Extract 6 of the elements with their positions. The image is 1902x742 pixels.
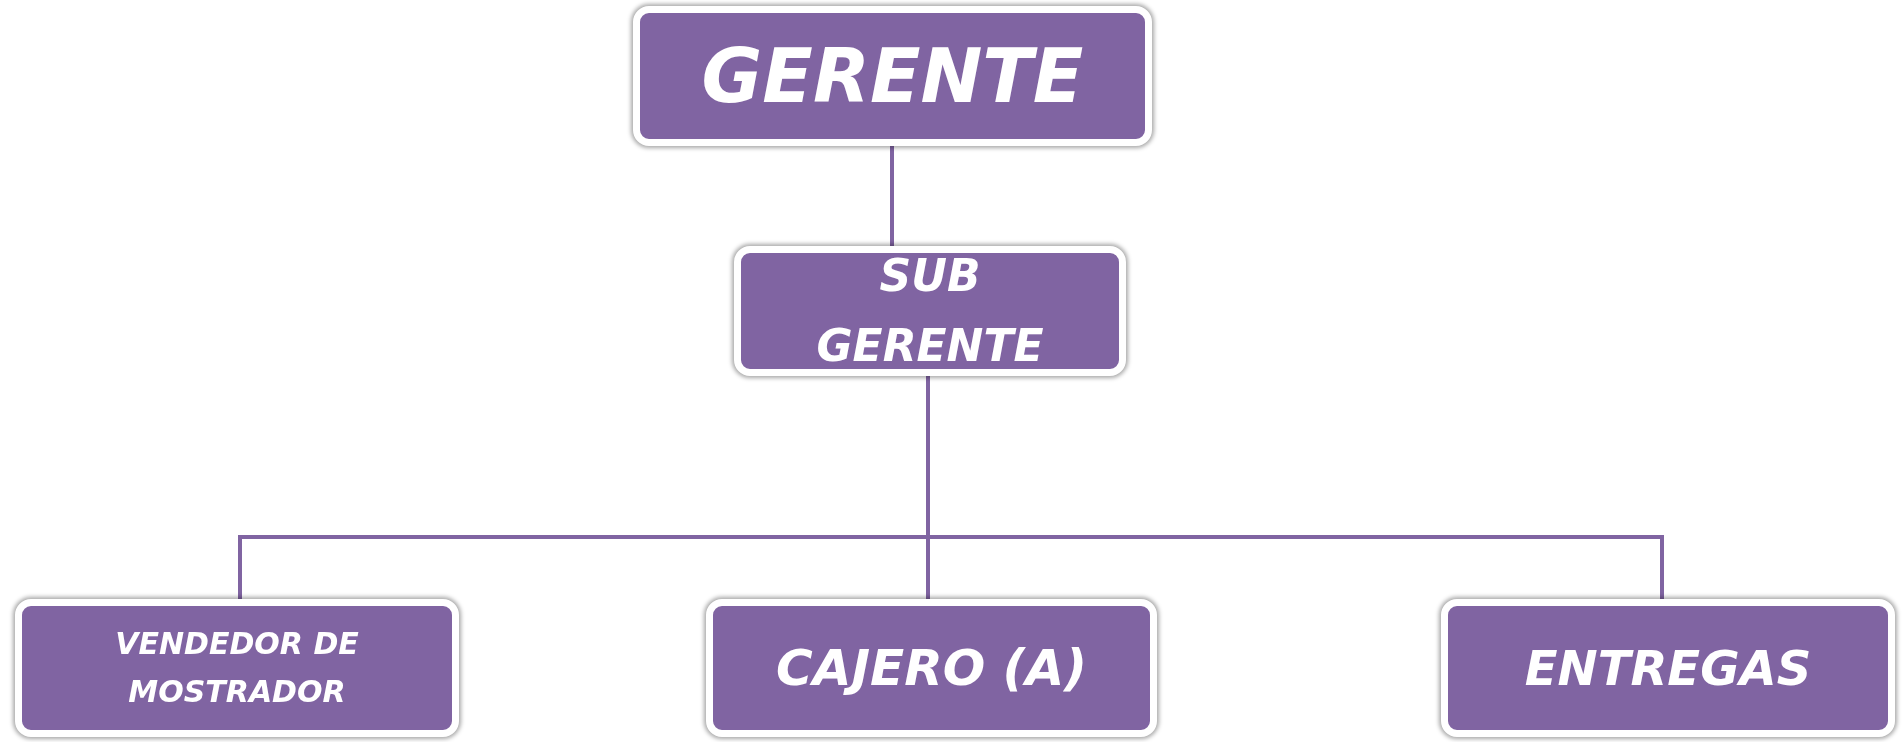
role-title: SUB GERENTE [815, 248, 1045, 373]
role-title: GERENTE [701, 31, 1084, 121]
role-title: VENDEDOR DE MOSTRADOR [114, 625, 360, 711]
role-title: CAJERO (A) [776, 638, 1087, 699]
role-title: ENTREGAS [1524, 638, 1812, 698]
connector-line [890, 146, 894, 246]
